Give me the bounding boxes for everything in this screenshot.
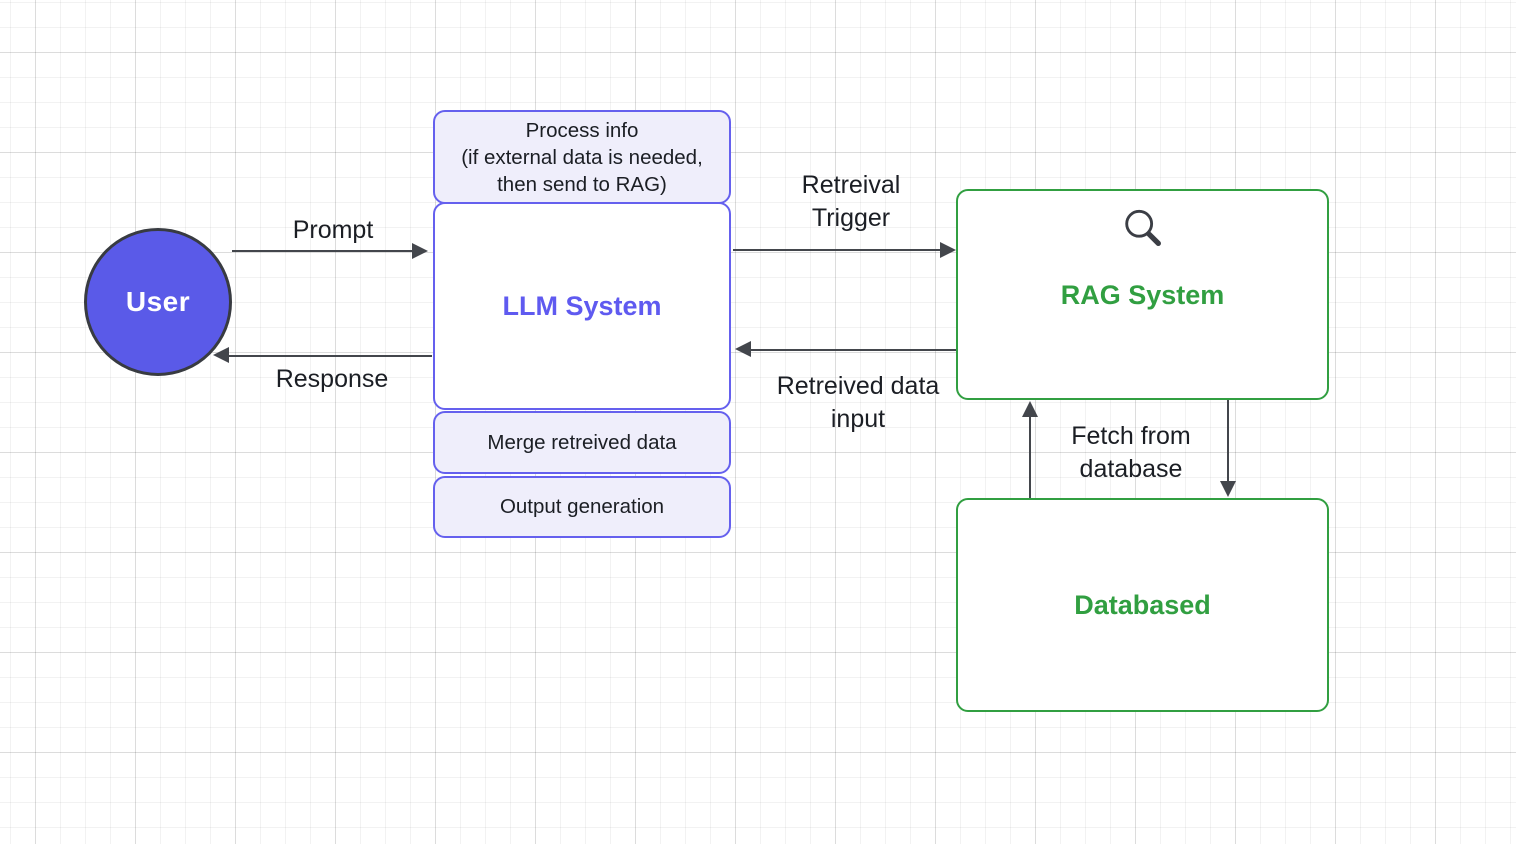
prompt-arrow-label[interactable]: Prompt xyxy=(292,216,374,244)
llm-system-node[interactable]: LLM System xyxy=(433,202,731,410)
retrieved-data-label[interactable]: Retreived data input xyxy=(776,372,940,433)
rag-system-node[interactable]: RAG System xyxy=(956,189,1329,400)
user-node[interactable]: User xyxy=(84,228,232,376)
llm-system-title: LLM System xyxy=(502,290,662,321)
fetch-label[interactable]: Fetch from database xyxy=(1071,422,1191,483)
llm-merge-box[interactable]: Merge retreived data xyxy=(433,411,731,474)
response-arrow-shaft[interactable] xyxy=(229,355,432,357)
magnifier-icon[interactable] xyxy=(1120,207,1166,253)
prompt-arrowhead xyxy=(412,243,428,259)
rag-system-title: RAG System xyxy=(1060,280,1225,310)
database-title: Databased xyxy=(1074,589,1211,620)
fetch-up-arrow-shaft[interactable] xyxy=(1029,416,1031,498)
retrieval-trigger-arrow-shaft[interactable] xyxy=(733,249,940,251)
response-arrowhead xyxy=(213,347,229,363)
retrieval-trigger-arrowhead xyxy=(940,242,956,258)
llm-merge-text: Merge retreived data xyxy=(487,430,677,454)
llm-process-info-box[interactable]: Process info (if external data is needed… xyxy=(433,110,731,204)
user-node-label: User xyxy=(125,286,191,317)
response-arrow-label[interactable]: Response xyxy=(275,365,389,393)
llm-output-text: Output generation xyxy=(499,495,665,518)
retrieved-data-arrow-shaft[interactable] xyxy=(751,349,956,351)
fetch-up-arrowhead xyxy=(1022,401,1038,417)
database-node[interactable]: Databased xyxy=(956,498,1329,712)
retrieval-trigger-label[interactable]: Retreival Trigger xyxy=(801,171,901,232)
retrieved-data-arrowhead xyxy=(735,341,751,357)
fetch-down-arrowhead xyxy=(1220,481,1236,497)
fetch-down-arrow-shaft[interactable] xyxy=(1227,400,1229,482)
llm-process-info-text: Process info (if external data is needed… xyxy=(461,118,703,196)
llm-output-box[interactable]: Output generation xyxy=(433,476,731,538)
prompt-arrow-shaft[interactable] xyxy=(232,250,414,252)
